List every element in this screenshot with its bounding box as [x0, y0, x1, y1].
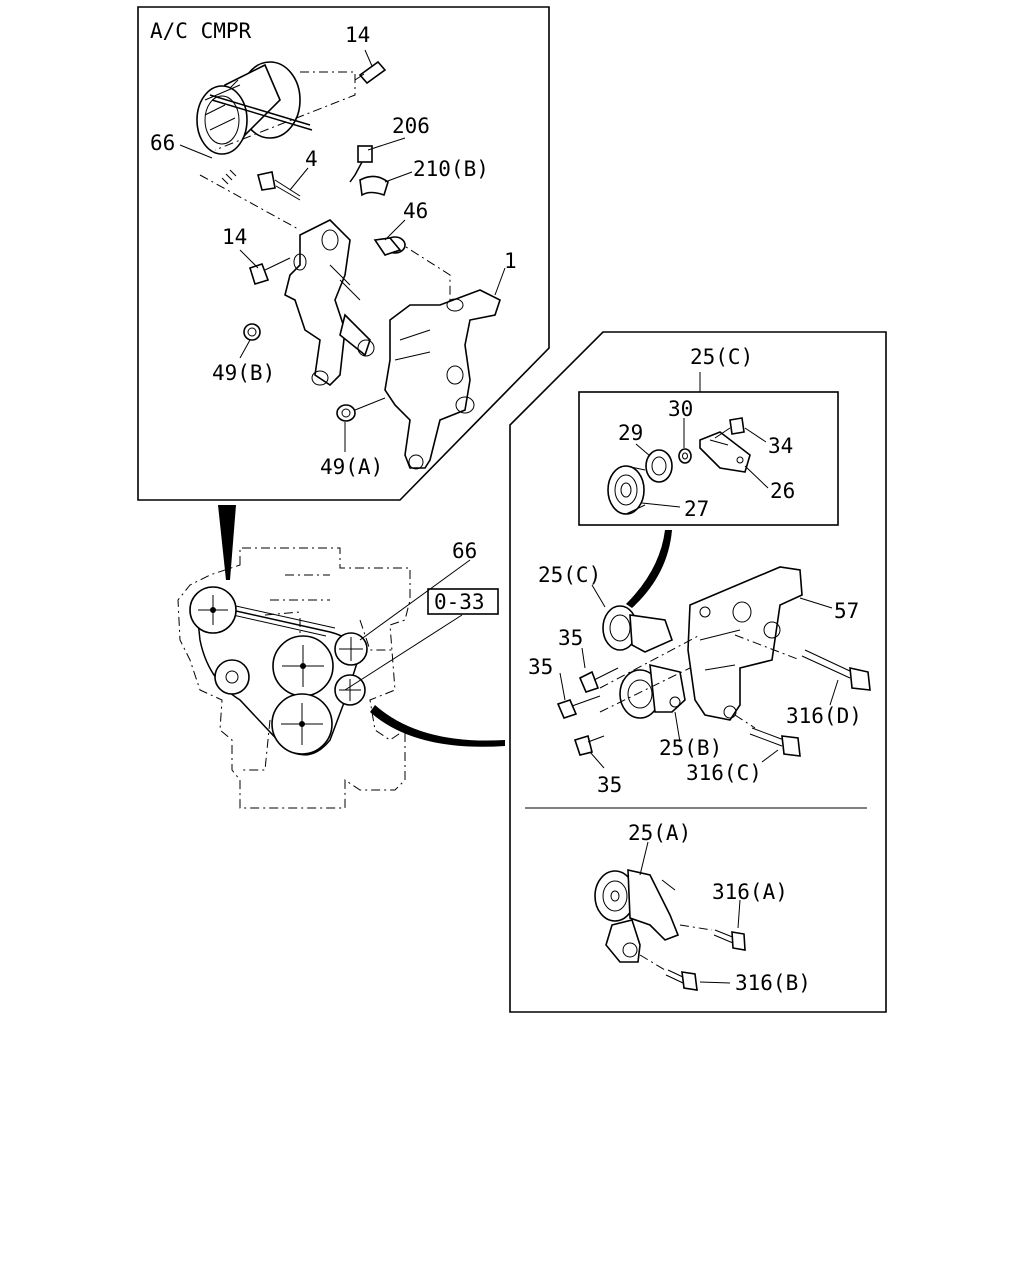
callout-34: 34 — [768, 434, 793, 458]
bolt-35-b — [556, 695, 601, 719]
callout-49b: 49(B) — [212, 361, 275, 385]
callout-14-top: 14 — [345, 23, 370, 47]
bolt-316b — [665, 969, 698, 991]
callout-316d: 316(D) — [786, 704, 862, 728]
washer-29 — [645, 449, 673, 483]
plate-26 — [699, 431, 751, 473]
bolt-14-top — [354, 60, 387, 85]
inset-ac-bracket: A/C CMPR 14 206 66 4 210(B) 46 14 1 49(B… — [137, 6, 550, 501]
callout-49a: 49(A) — [320, 455, 383, 479]
callout-316c: 316(C) — [686, 761, 762, 785]
ac-compressor — [196, 61, 313, 185]
idler-pulley-top — [334, 632, 368, 666]
callout-206: 206 — [392, 114, 430, 138]
tensioner-25a — [594, 868, 680, 963]
inset-frame-right — [509, 331, 887, 1013]
washer-30 — [678, 448, 692, 464]
callout-29: 29 — [618, 421, 643, 445]
callout-57: 57 — [834, 599, 859, 623]
ac-pulley — [189, 586, 237, 634]
collar-49a — [336, 397, 386, 422]
bolt-316d — [801, 649, 871, 691]
clip-210b — [359, 175, 389, 197]
pointer-curve-right — [370, 705, 505, 747]
callout-316b: 316(B) — [735, 971, 811, 995]
callout-30: 30 — [668, 397, 693, 421]
bolt-14-mid — [249, 257, 291, 285]
collar-49b — [243, 323, 261, 341]
bracket-1 — [384, 289, 501, 470]
callout-27: 27 — [684, 497, 709, 521]
callout-66-top: 66 — [150, 131, 175, 155]
callout-46: 46 — [403, 199, 428, 223]
bolt-316c — [749, 727, 801, 757]
callout-35-c: 35 — [597, 773, 622, 797]
crank-pulley-lower — [271, 693, 333, 755]
callout-25c-side: 25(C) — [538, 563, 601, 587]
callout-66-engine: 66 — [452, 539, 477, 563]
callout-1: 1 — [504, 249, 517, 273]
bracket-left — [284, 219, 375, 387]
callout-25c-box: 25(C) — [690, 345, 753, 369]
bolt-316a — [713, 929, 746, 951]
callout-14-mid: 14 — [222, 225, 247, 249]
inset-frame-left — [137, 6, 550, 501]
subbox-25c — [578, 391, 839, 526]
inset-tensioner: 25(C) 30 29 34 26 27 — [509, 331, 887, 1013]
ref-033: 0-33 — [434, 590, 485, 614]
bolt-4 — [257, 171, 301, 201]
crank-pulley-upper — [272, 635, 334, 697]
callout-26: 26 — [770, 479, 795, 503]
callout-316a: 316(A) — [712, 880, 788, 904]
bracket-57 — [687, 566, 803, 721]
label-ac-cmpr: A/C CMPR — [150, 19, 252, 43]
callout-210b: 210(B) — [413, 157, 489, 181]
callout-4: 4 — [305, 147, 318, 171]
engine-front-view: 66 0-33 — [177, 539, 499, 809]
tensioner-25b — [619, 663, 686, 719]
bolt-35-a — [578, 667, 619, 693]
bolt-34 — [714, 417, 745, 439]
callout-25b: 25(B) — [659, 736, 722, 760]
ref-box-033 — [427, 588, 499, 615]
callout-35-b: 35 — [528, 655, 553, 679]
spacer-46 — [373, 236, 406, 256]
pulley-27 — [607, 465, 646, 515]
tensioner-pulley — [214, 659, 250, 695]
tensioner-25c-installed — [602, 605, 673, 653]
bolt-35-c — [573, 734, 605, 756]
pointer-wedge-right — [626, 530, 672, 608]
callout-35-a: 35 — [558, 626, 583, 650]
pointer-wedge-left — [218, 505, 236, 580]
callout-25a: 25(A) — [628, 821, 691, 845]
